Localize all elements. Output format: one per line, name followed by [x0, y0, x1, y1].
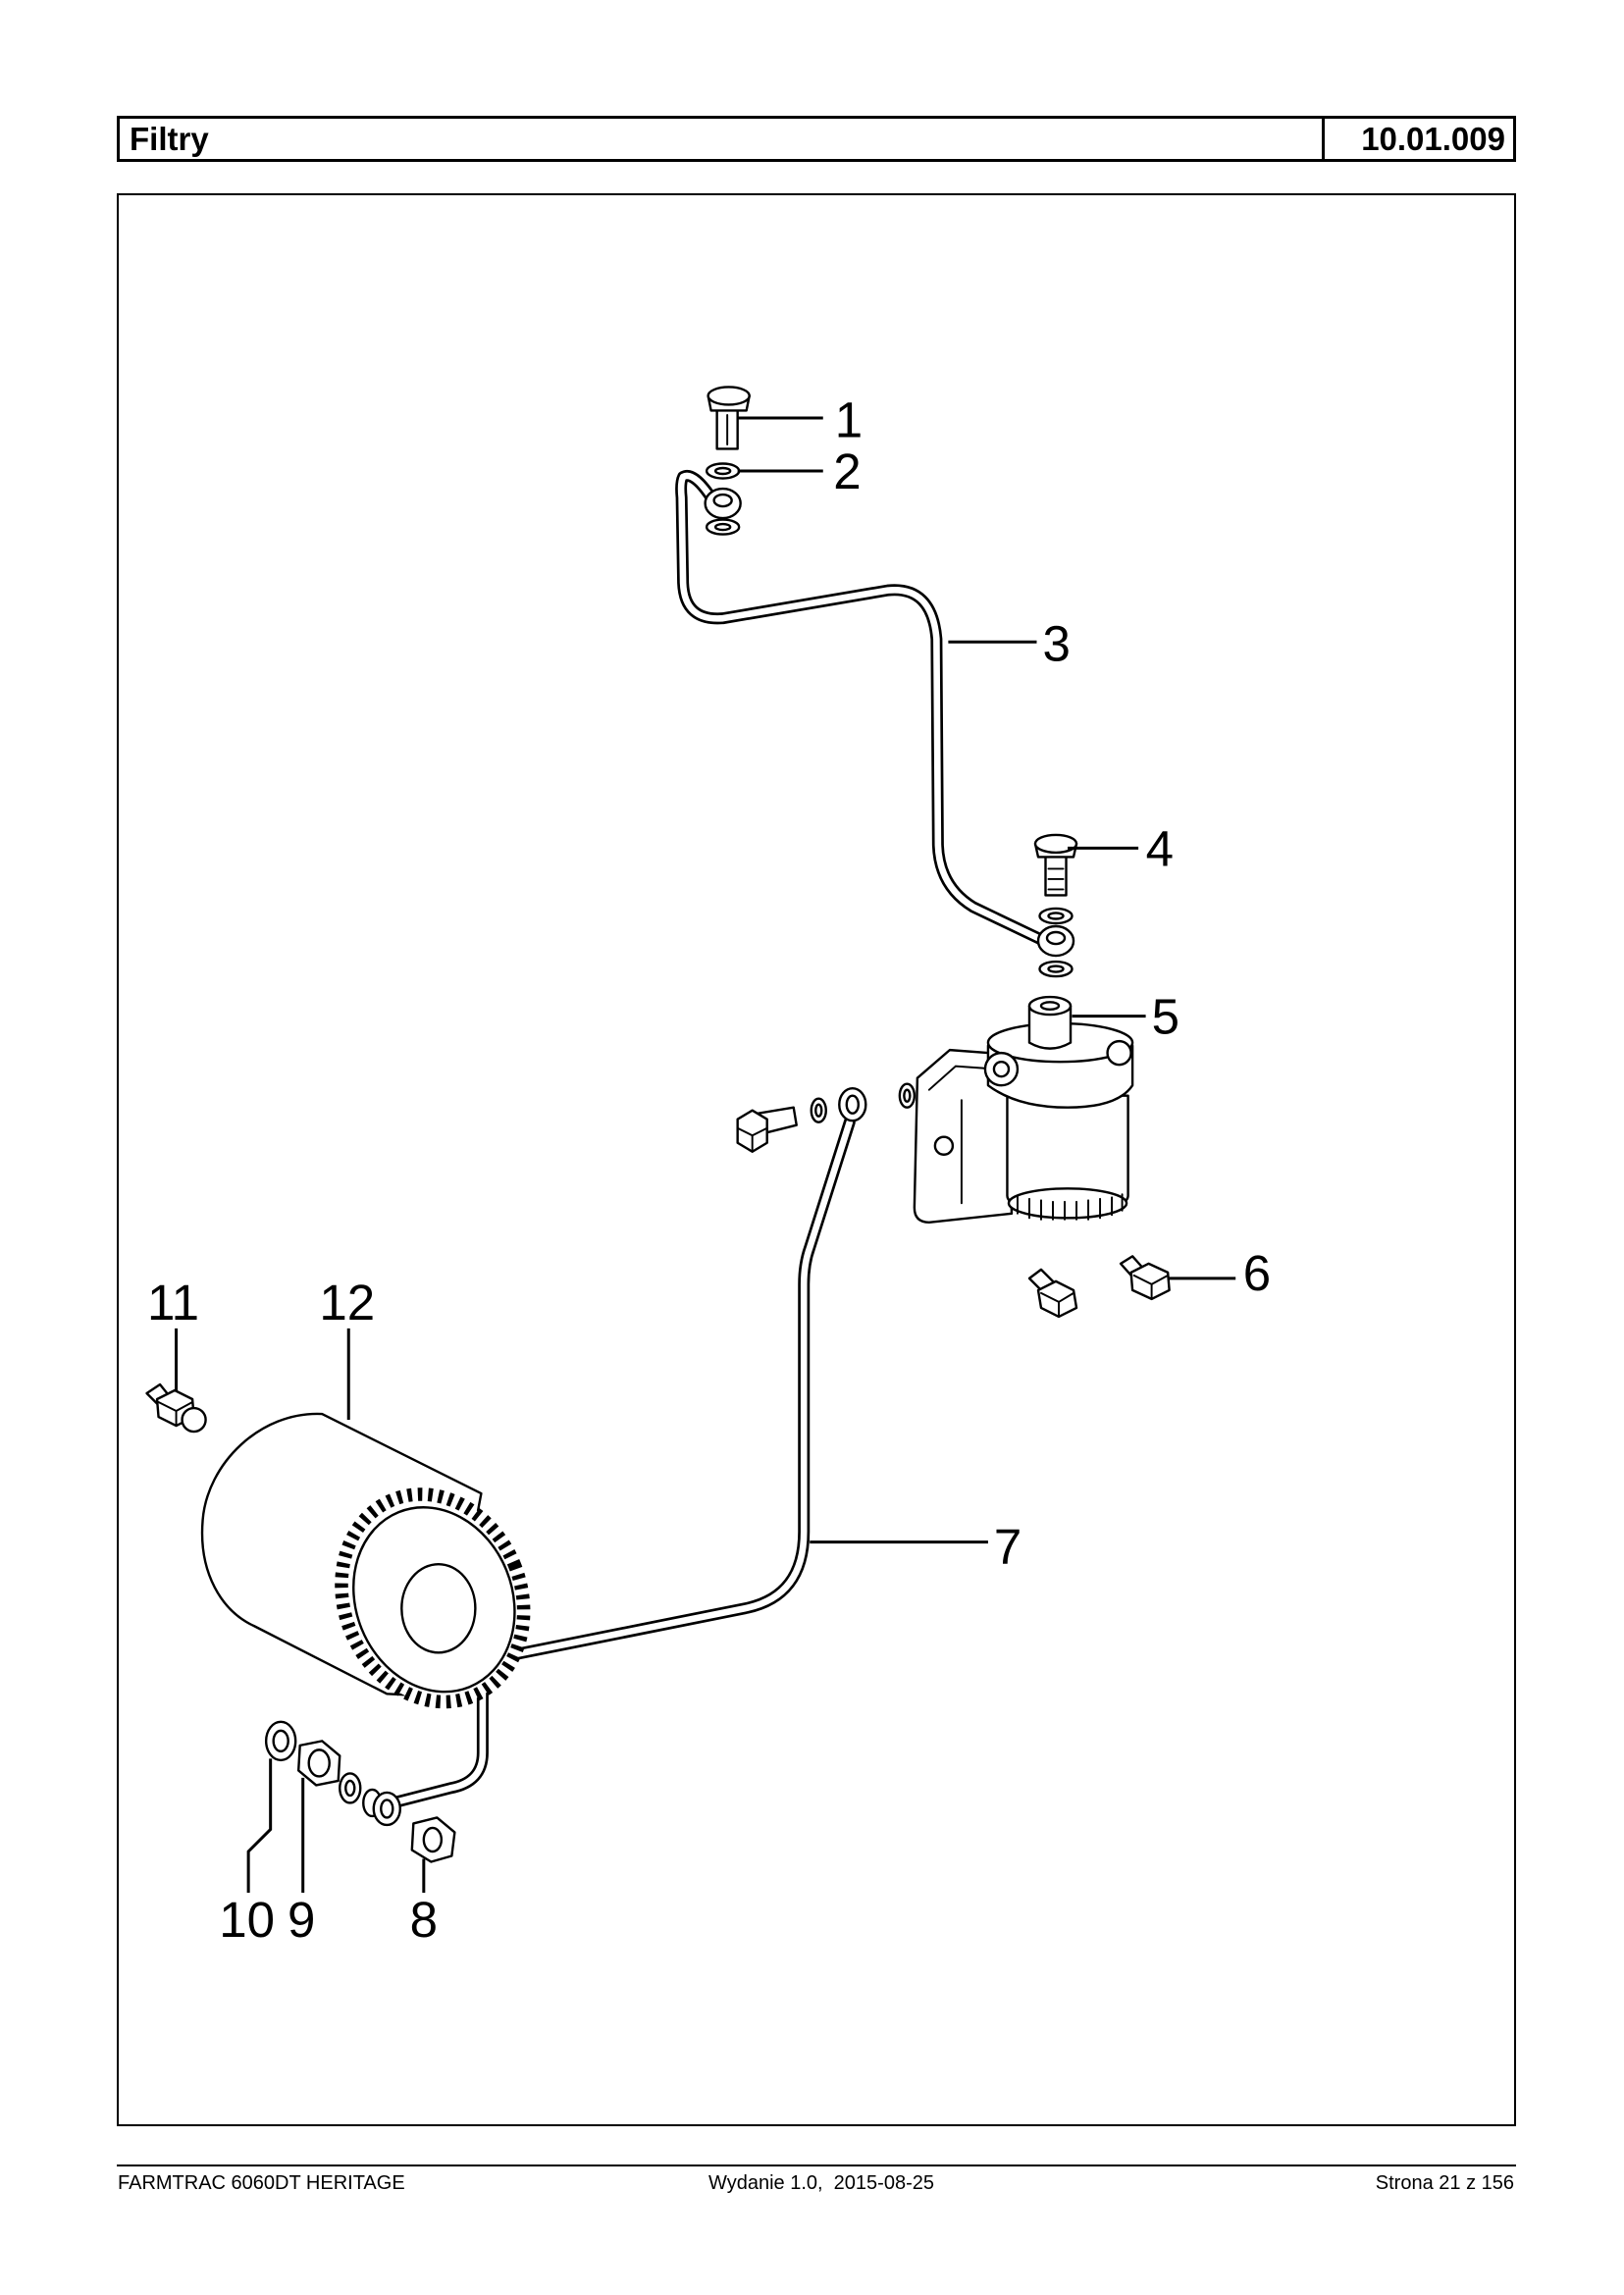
callout-1: 1: [835, 391, 863, 447]
footer-page-number: Strona 21 z 156: [1375, 2172, 1514, 2194]
banjo-eye-hole: [845, 1094, 860, 1115]
washer-hole: [713, 522, 732, 532]
drain-plug-11: [145, 1382, 207, 1434]
banjo-eye-hole: [712, 493, 733, 508]
callout-labels: 1 2 3 4 5 6 7 8 9 10 11 12: [147, 391, 1271, 1948]
callout-10: 10: [219, 1892, 275, 1948]
bolt-head-top: [707, 386, 751, 406]
bracket-hole: [933, 1135, 955, 1156]
filter-head: [986, 1044, 1134, 1109]
callout-3: 3: [1042, 616, 1070, 672]
exploded-view-diagram: 1 2 3 4 5 6 7 8 9 10 11 12: [145, 386, 1271, 1948]
callout-6: 6: [1243, 1245, 1271, 1301]
washer-hole: [903, 1088, 912, 1103]
section-code: 10.01.009: [1322, 119, 1513, 159]
filter-inlet-boss: [1027, 1004, 1073, 1050]
fuel-pipe-3: [675, 470, 1047, 946]
washer-hole: [1047, 912, 1065, 920]
filter-knurled-ring: [335, 1487, 531, 1709]
filter-bowl-base: [1007, 1187, 1128, 1220]
callout-11: 11: [147, 1275, 199, 1330]
hex-bolt-head: [1129, 1262, 1171, 1301]
fuel-filter-assembly-5: [913, 995, 1134, 1225]
header-bar: Filtry 10.01.009: [117, 116, 1516, 162]
filter-center-hole: [400, 1562, 477, 1654]
callout-8: 8: [410, 1892, 438, 1948]
hex-edge-lines: [1040, 1291, 1075, 1318]
banjo-bolt-4: [1033, 833, 1078, 978]
washer-hole: [1047, 965, 1065, 973]
filter-bowl-ribs: [1016, 1193, 1124, 1221]
pipe-7-upper-fitting: [736, 1082, 917, 1153]
bolt-thread-lines: [1047, 867, 1065, 891]
page-title: Filtry: [130, 121, 209, 157]
filter-port-hole: [992, 1060, 1011, 1078]
diagram-frame: 1 2 3 4 5 6 7 8 9 10 11 12: [117, 193, 1516, 2126]
hex-edge-lines: [157, 1401, 194, 1428]
footer-rule: [117, 2165, 1516, 2166]
leader-line-10: [246, 1758, 273, 1894]
callout-9: 9: [288, 1892, 315, 1948]
hex-edge-lines: [736, 1126, 768, 1153]
sealing-washers-2: [704, 462, 742, 536]
leader-lines: [175, 416, 1236, 1894]
washer-hole: [814, 1103, 823, 1118]
washer-hole: [272, 1729, 289, 1753]
filter-inlet-hole: [1039, 1001, 1061, 1012]
callout-12: 12: [319, 1275, 375, 1330]
pipe-7-lower-fittings: [264, 1720, 456, 1863]
fuel-pipe-7: [387, 1116, 856, 1809]
banjo-eye-hole: [1045, 930, 1067, 946]
callout-4: 4: [1146, 820, 1174, 876]
bolt-head-top: [1033, 833, 1078, 855]
hex-edge-lines: [1132, 1274, 1170, 1300]
callout-5: 5: [1152, 989, 1179, 1045]
callout-2: 2: [833, 443, 861, 499]
callout-7: 7: [994, 1519, 1022, 1575]
hex-bolt-head: [1036, 1279, 1078, 1319]
oil-filter-12: [200, 1412, 531, 1709]
footer-model: FARMTRAC 6060DT HERITAGE: [118, 2172, 405, 2194]
bracket-flange-lines: [927, 1065, 998, 1205]
footer-edition: Wydanie 1.0, 2015-08-25: [708, 2172, 934, 2194]
nut-hole: [422, 1826, 444, 1853]
washer-hole: [344, 1779, 356, 1798]
banjo-bolt-1: [707, 386, 751, 450]
washer-hole: [713, 466, 732, 476]
hex-bolt-head: [736, 1109, 768, 1153]
bolts-6: [1027, 1255, 1171, 1319]
banjo-eye-hole: [380, 1799, 394, 1819]
filter-port: [1106, 1039, 1132, 1067]
nut-hole: [307, 1748, 331, 1778]
plug-tip: [181, 1406, 207, 1434]
